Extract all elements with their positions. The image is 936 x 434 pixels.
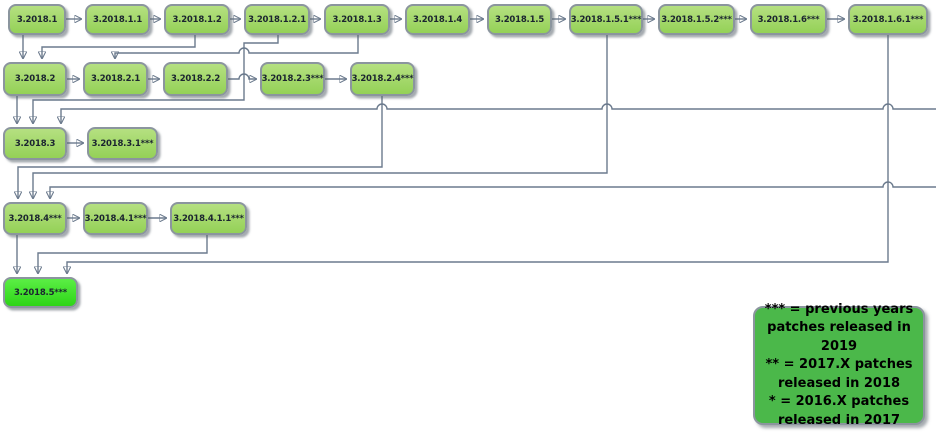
version-node-3.2018.2.4***: 3.2018.2.4*** [350,62,415,96]
version-node-3.2018.1.5.2***: 3.2018.1.5.2*** [658,4,735,35]
legend-line: ** = 2017.X patches [765,357,913,373]
version-node-3.2018.1.3: 3.2018.1.3 [324,4,390,35]
version-node-3.2018.3: 3.2018.3 [3,127,67,160]
version-node-3.2018.1.4: 3.2018.1.4 [405,4,470,35]
version-node-3.2018.2: 3.2018.2 [3,62,67,96]
edge-3.2018.1.2-to-3.2018.2 [42,35,196,58]
version-node-3.2018.1.5.1***: 3.2018.1.5.1*** [569,4,643,35]
edge-3.2018.1.2.1-to-3.2018.3 [33,35,279,123]
legend-box: *** = previous years patches released in … [753,302,925,428]
version-node-3.2018.2.1: 3.2018.2.1 [83,62,148,96]
legend-line: released in 2017 [777,412,901,428]
edge-offscreen-right-to-3.2018.4*** [50,181,936,198]
version-node-3.2018.1.5: 3.2018.1.5 [487,4,552,35]
version-node-3.2018.3.1***: 3.2018.3.1*** [87,127,158,160]
version-node-3.2018.1.1: 3.2018.1.1 [85,4,150,35]
version-node-3.2018.1.2: 3.2018.1.2 [164,4,230,35]
version-node-3.2018.1: 3.2018.1 [8,4,66,35]
edge-3.2018.1.6.1***-to-3.2018.5*** [67,35,889,273]
version-node-3.2018.5***: 3.2018.5*** [3,277,78,308]
edge-3.2018.1.5.1***-to-3.2018.4*** [33,35,608,198]
legend-line: *** = previous years [764,301,914,317]
legend-line: released in 2018 [777,375,901,391]
version-node-3.2018.2.3***: 3.2018.2.3*** [260,62,325,96]
legend-line: patches released in 2019 [767,320,911,354]
version-node-3.2018.2.2: 3.2018.2.2 [163,62,228,96]
version-node-3.2018.4.1***: 3.2018.4.1*** [83,202,148,235]
version-node-3.2018.4***: 3.2018.4*** [3,202,67,235]
version-node-3.2018.4.1.1***: 3.2018.4.1.1*** [170,202,247,235]
edge-3.2018.2.4***-to-3.2018.4*** [18,96,383,198]
version-node-3.2018.1.2.1: 3.2018.1.2.1 [244,4,310,35]
edge-3.2018.4.1.1***-to-3.2018.5*** [38,235,208,273]
version-node-3.2018.1.6.1***: 3.2018.1.6.1*** [848,4,928,35]
legend-line: * = 2016.X patches [768,394,910,410]
version-node-3.2018.1.6***: 3.2018.1.6*** [750,4,827,35]
